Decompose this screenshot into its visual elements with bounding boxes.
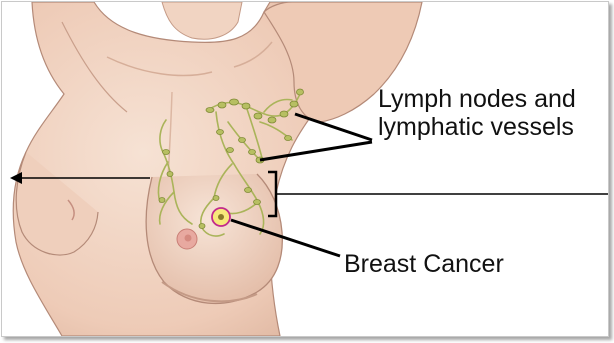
breast-cancer-label: Breast Cancer [344, 250, 504, 278]
diagram-frame: Lymph nodes and lymphatic vessels Breast… [1, 1, 609, 337]
lymph-label-line1: Lymph nodes and [378, 85, 576, 113]
tumor-core [218, 214, 224, 220]
anatomy-illustration [2, 2, 608, 336]
lymph-label: Lymph nodes and lymphatic vessels [378, 85, 576, 141]
nipple [185, 235, 192, 242]
neck [162, 2, 242, 39]
lymph-label-line2: lymphatic vessels [378, 113, 576, 141]
